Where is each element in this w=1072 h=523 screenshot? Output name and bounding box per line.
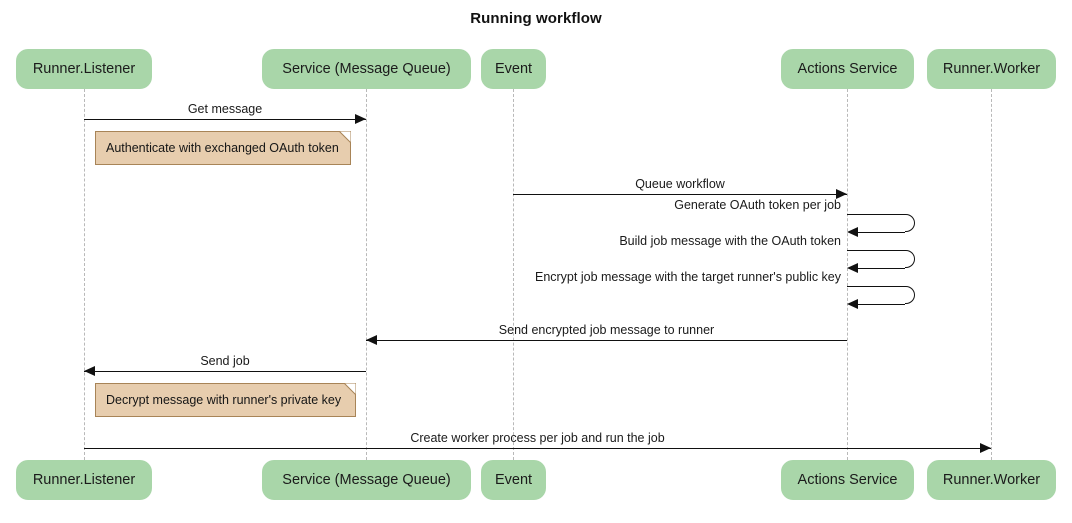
participant-event-bottom[interactable]: Event xyxy=(481,460,546,500)
participant-event-top[interactable]: Event xyxy=(481,49,546,89)
participant-label: Service (Message Queue) xyxy=(282,472,451,488)
lifeline-event xyxy=(512,89,514,460)
self-message-curve xyxy=(905,286,915,304)
lifeline-service-queue xyxy=(365,89,367,460)
note-label: Authenticate with exchanged OAuth token xyxy=(106,141,339,155)
self-message-bottom-segment xyxy=(856,232,905,233)
lifeline-actions-service xyxy=(846,89,848,460)
participant-runner-listener-bottom[interactable]: Runner.Listener xyxy=(16,460,152,500)
self-message-bottom-segment xyxy=(856,304,905,305)
message-label-encrypt-job: Encrypt job message with the target runn… xyxy=(534,270,841,284)
participant-label: Service (Message Queue) xyxy=(282,61,451,77)
self-message-build-job-message xyxy=(847,250,915,274)
message-label-build-job-message: Build job message with the OAuth token xyxy=(619,234,841,248)
note-decrypt: Decrypt message with runner's private ke… xyxy=(95,383,356,417)
arrowhead-left xyxy=(847,299,858,310)
participant-runner-worker-top[interactable]: Runner.Worker xyxy=(927,49,1056,89)
participant-label: Event xyxy=(494,472,533,488)
participant-actions-service-bottom[interactable]: Actions Service xyxy=(781,460,914,500)
message-label-send-encrypted: Send encrypted job message to runner xyxy=(498,323,715,337)
lifeline-runner-listener xyxy=(83,89,85,460)
message-label-queue-workflow: Queue workflow xyxy=(635,177,725,191)
self-message-top-segment xyxy=(847,250,905,251)
participant-label: Runner.Worker xyxy=(942,472,1041,488)
message-label-get-message: Get message xyxy=(187,102,263,116)
self-message-top-segment xyxy=(847,286,905,287)
self-message-curve xyxy=(905,250,915,268)
message-line-queue-workflow xyxy=(513,194,847,195)
note-authenticate: Authenticate with exchanged OAuth token xyxy=(95,131,351,165)
message-line-send-encrypted xyxy=(366,340,847,341)
participant-label: Runner.Worker xyxy=(942,61,1041,77)
message-line-get-message xyxy=(84,119,366,120)
arrowhead-left xyxy=(847,227,858,238)
message-line-send-job xyxy=(84,371,366,372)
note-label: Decrypt message with runner's private ke… xyxy=(106,393,342,407)
self-message-generate-oauth xyxy=(847,214,915,238)
message-line-create-worker xyxy=(84,448,991,449)
participant-label: Runner.Listener xyxy=(32,61,136,77)
arrowhead-right xyxy=(836,189,847,200)
arrowhead-left xyxy=(84,366,95,377)
arrowhead-right xyxy=(355,114,366,125)
message-label-send-job: Send job xyxy=(200,354,250,368)
self-message-encrypt-job xyxy=(847,286,915,310)
participant-label: Event xyxy=(494,61,533,77)
note-fold-icon xyxy=(344,383,356,395)
participant-service-queue-top[interactable]: Service (Message Queue) xyxy=(262,49,471,89)
self-message-bottom-segment xyxy=(856,268,905,269)
page-title: Running workflow xyxy=(470,10,602,27)
arrowhead-left xyxy=(847,263,858,274)
participant-label: Actions Service xyxy=(797,61,898,77)
participant-runner-worker-bottom[interactable]: Runner.Worker xyxy=(927,460,1056,500)
participant-label: Actions Service xyxy=(797,472,898,488)
arrowhead-right xyxy=(980,443,991,454)
arrowhead-left xyxy=(366,335,377,346)
note-fold-icon xyxy=(339,131,351,143)
self-message-top-segment xyxy=(847,214,905,215)
participant-label: Runner.Listener xyxy=(32,472,136,488)
participant-actions-service-top[interactable]: Actions Service xyxy=(781,49,914,89)
participant-runner-listener-top[interactable]: Runner.Listener xyxy=(16,49,152,89)
message-label-generate-oauth: Generate OAuth token per job xyxy=(674,198,841,212)
self-message-curve xyxy=(905,214,915,232)
participant-service-queue-bottom[interactable]: Service (Message Queue) xyxy=(262,460,471,500)
lifeline-runner-worker xyxy=(990,89,992,460)
message-label-create-worker: Create worker process per job and run th… xyxy=(410,431,665,445)
